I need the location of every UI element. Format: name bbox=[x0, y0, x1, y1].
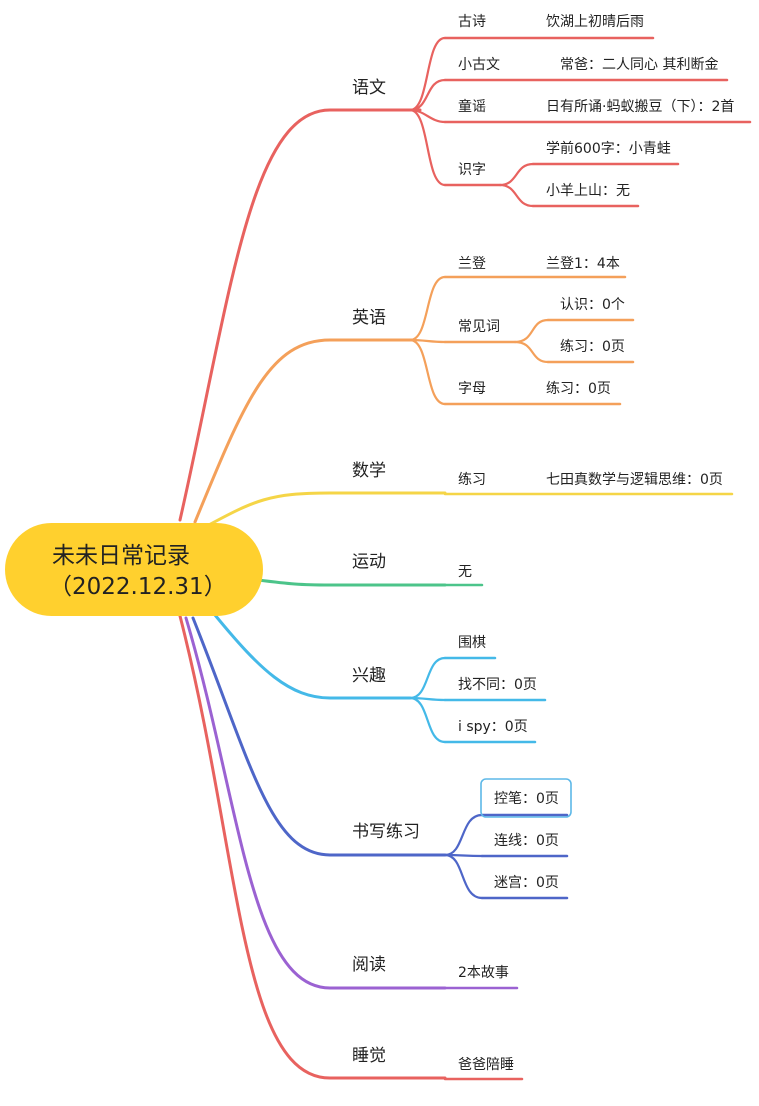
edge-chinese bbox=[178, 108, 422, 522]
edge-shizi-1 bbox=[498, 162, 535, 187]
node-math-lianxi[interactable]: 练习 bbox=[458, 472, 486, 488]
edge-shizi-2 bbox=[498, 183, 535, 208]
edge-hobby-1 bbox=[408, 656, 447, 700]
root-bubble[interactable] bbox=[5, 523, 263, 616]
node-math-lianxi-value[interactable]: 七田真数学与逻辑思维：0页 bbox=[546, 472, 723, 488]
edge-math bbox=[203, 491, 447, 529]
node-hobby-item-3[interactable]: i spy：0页 bbox=[458, 719, 528, 735]
node-zimu-value[interactable]: 练习：0页 bbox=[546, 381, 611, 397]
node-sleep-value[interactable]: 爸爸陪睡 bbox=[458, 1057, 514, 1073]
root-date: （2022.12.31） bbox=[49, 574, 227, 600]
node-gushi-value[interactable]: 饮湖上初晴后雨 bbox=[546, 13, 644, 30]
node-changjianci-item2[interactable]: 练习：0页 bbox=[560, 339, 625, 355]
edge-hobby-3 bbox=[408, 696, 447, 744]
writing-subtree bbox=[443, 813, 569, 900]
english-subtree bbox=[408, 275, 635, 406]
branch-sleep-label[interactable]: 睡觉 bbox=[352, 1046, 386, 1066]
node-zimu[interactable]: 字母 bbox=[458, 381, 486, 397]
branch-hobby-label[interactable]: 兴趣 bbox=[352, 666, 386, 686]
selected-node-outline[interactable] bbox=[480, 778, 572, 818]
edge-sport bbox=[256, 578, 447, 587]
edge-cjc-2 bbox=[513, 340, 550, 364]
edge-sleep bbox=[178, 614, 447, 1080]
node-writing-item-2[interactable]: 连线：0页 bbox=[494, 833, 559, 849]
edge-xiaoguwen bbox=[408, 78, 447, 112]
node-hobby-item-1[interactable]: 围棋 bbox=[458, 635, 486, 651]
edge-reading bbox=[184, 616, 447, 990]
node-tongyao[interactable]: 童谣 bbox=[458, 98, 486, 115]
node-sport-value[interactable]: 无 bbox=[458, 564, 472, 580]
edge-writing-1 bbox=[443, 813, 484, 857]
node-landeng[interactable]: 兰登 bbox=[458, 256, 486, 272]
edge-english bbox=[193, 338, 417, 524]
branch-reading-label[interactable]: 阅读 bbox=[352, 955, 386, 975]
node-changjianci[interactable]: 常见词 bbox=[458, 319, 500, 335]
node-shizi[interactable]: 识字 bbox=[458, 162, 486, 178]
branch-sport-label[interactable]: 运动 bbox=[352, 552, 386, 572]
node-changjianci-item1[interactable]: 认识：0个 bbox=[560, 297, 625, 313]
branch-writing-label[interactable]: 书写练习 bbox=[352, 822, 420, 842]
node-writing-item-3[interactable]: 迷宫：0页 bbox=[494, 875, 559, 891]
root-node[interactable]: 未未日常记录 （2022.12.31） bbox=[5, 523, 263, 616]
node-writing-item-1[interactable]: 控笔：0页 bbox=[494, 791, 559, 807]
edge-landeng bbox=[408, 275, 447, 342]
edge-hobby bbox=[213, 613, 412, 700]
edge-cjc-1 bbox=[513, 318, 550, 344]
node-shizi-item2[interactable]: 小羊上山：无 bbox=[546, 183, 630, 199]
edge-gushi bbox=[408, 36, 447, 112]
node-landeng-value[interactable]: 兰登1：4本 bbox=[546, 256, 620, 272]
node-xiaoguwen-value[interactable]: 常爸：二人同心 其利断金 bbox=[560, 57, 718, 73]
hobby-subtree bbox=[408, 656, 547, 744]
node-xiaoguwen[interactable]: 小古文 bbox=[458, 57, 500, 73]
node-hobby-item-2[interactable]: 找不同：0页 bbox=[458, 677, 537, 693]
edge-writing-3 bbox=[443, 853, 484, 900]
root-title: 未未日常记录 bbox=[52, 543, 190, 569]
node-shizi-item1[interactable]: 学前600字：小青蛙 bbox=[546, 140, 671, 157]
node-gushi[interactable]: 古诗 bbox=[458, 14, 486, 30]
edge-writing bbox=[191, 616, 447, 857]
edge-shizi bbox=[408, 108, 447, 187]
node-reading-value[interactable]: 2本故事 bbox=[458, 965, 509, 981]
chinese-subtree bbox=[408, 36, 752, 208]
branch-english-label[interactable]: 英语 bbox=[352, 308, 386, 328]
branch-chinese-label[interactable]: 语文 bbox=[352, 78, 386, 98]
edge-zimu bbox=[408, 338, 447, 406]
node-tongyao-value[interactable]: 日有所诵·蚂蚁搬豆（下）：2首 bbox=[546, 99, 734, 115]
branch-math-label[interactable]: 数学 bbox=[352, 461, 386, 481]
